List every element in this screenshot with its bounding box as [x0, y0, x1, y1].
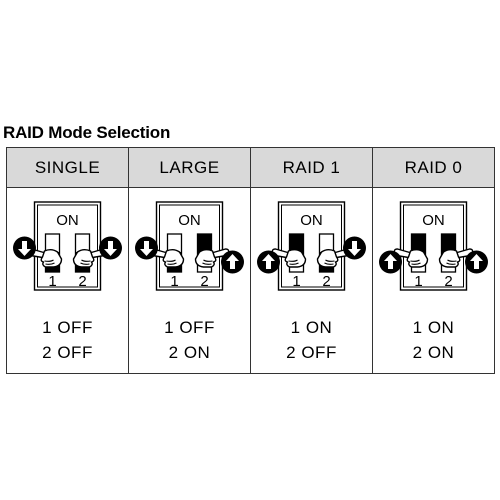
dip-switch-diagram: ON 1 2: [373, 188, 494, 303]
arrow-up-icon: [379, 250, 402, 274]
switch-number-label: 1: [170, 273, 178, 290]
mode-column-single: SINGLE ON 1 2 1 OFF 2 OFF: [7, 148, 128, 373]
switch-number-label: 1: [292, 273, 300, 290]
mode-header: SINGLE: [7, 148, 128, 188]
mode-column-raid1: RAID 1 ON 1 2 1 ON 2 OFF: [250, 148, 372, 373]
arrow-up-icon: [221, 250, 244, 274]
arrow-down-icon: [135, 236, 158, 260]
mode-header: LARGE: [129, 148, 250, 188]
dip-switch-diagram: ON 1 2: [251, 188, 372, 303]
switch-number-label: 2: [78, 273, 86, 290]
mode-column-raid0: RAID 0 ON 1 2 1 ON 2 ON: [372, 148, 494, 373]
switch-1-setting: 1 ON: [290, 318, 333, 337]
switch-knob: [289, 234, 304, 254]
switch-2-setting: 2 ON: [412, 343, 455, 362]
switch-knob: [197, 234, 212, 254]
switch-2-setting: 2 OFF: [42, 343, 93, 362]
on-label: ON: [422, 212, 445, 229]
arrow-up-icon: [257, 250, 280, 274]
switch-2-setting: 2 ON: [168, 343, 211, 362]
switch-knob: [411, 234, 426, 254]
dip-switch-diagram: ON 1 2: [129, 188, 250, 303]
switch-1-setting: 1 OFF: [42, 318, 93, 337]
switch-number-label: 2: [200, 273, 208, 290]
on-label: ON: [300, 212, 323, 229]
dip-switch-diagram: ON 1 2: [7, 188, 128, 303]
switch-2-setting: 2 OFF: [286, 343, 337, 362]
pointing-hand-icon: [393, 248, 429, 268]
mode-column-large: LARGE ON 1 2 1 OFF 2 ON: [128, 148, 250, 373]
switch-number-label: 2: [444, 273, 452, 290]
switch-1-setting: 1 OFF: [164, 318, 215, 337]
on-label: ON: [178, 212, 201, 229]
page-title: RAID Mode Selection: [3, 123, 171, 142]
pointing-hand-icon: [438, 248, 474, 268]
arrow-up-icon: [465, 250, 488, 274]
on-label: ON: [56, 212, 79, 229]
switch-knob: [441, 234, 456, 254]
mode-header: RAID 1: [251, 148, 372, 188]
switch-number-label: 2: [322, 273, 330, 290]
switch-number-label: 1: [414, 273, 422, 290]
mode-header: RAID 0: [373, 148, 494, 188]
raid-mode-table: SINGLE ON 1 2 1 OFF 2 OFF LARGE ON 1 2 1 OFF…: [6, 147, 495, 374]
arrow-down-icon: [343, 236, 366, 260]
arrow-down-icon: [99, 236, 122, 260]
switch-number-label: 1: [48, 273, 56, 290]
arrow-down-icon: [13, 236, 36, 260]
switch-1-setting: 1 ON: [412, 318, 455, 337]
